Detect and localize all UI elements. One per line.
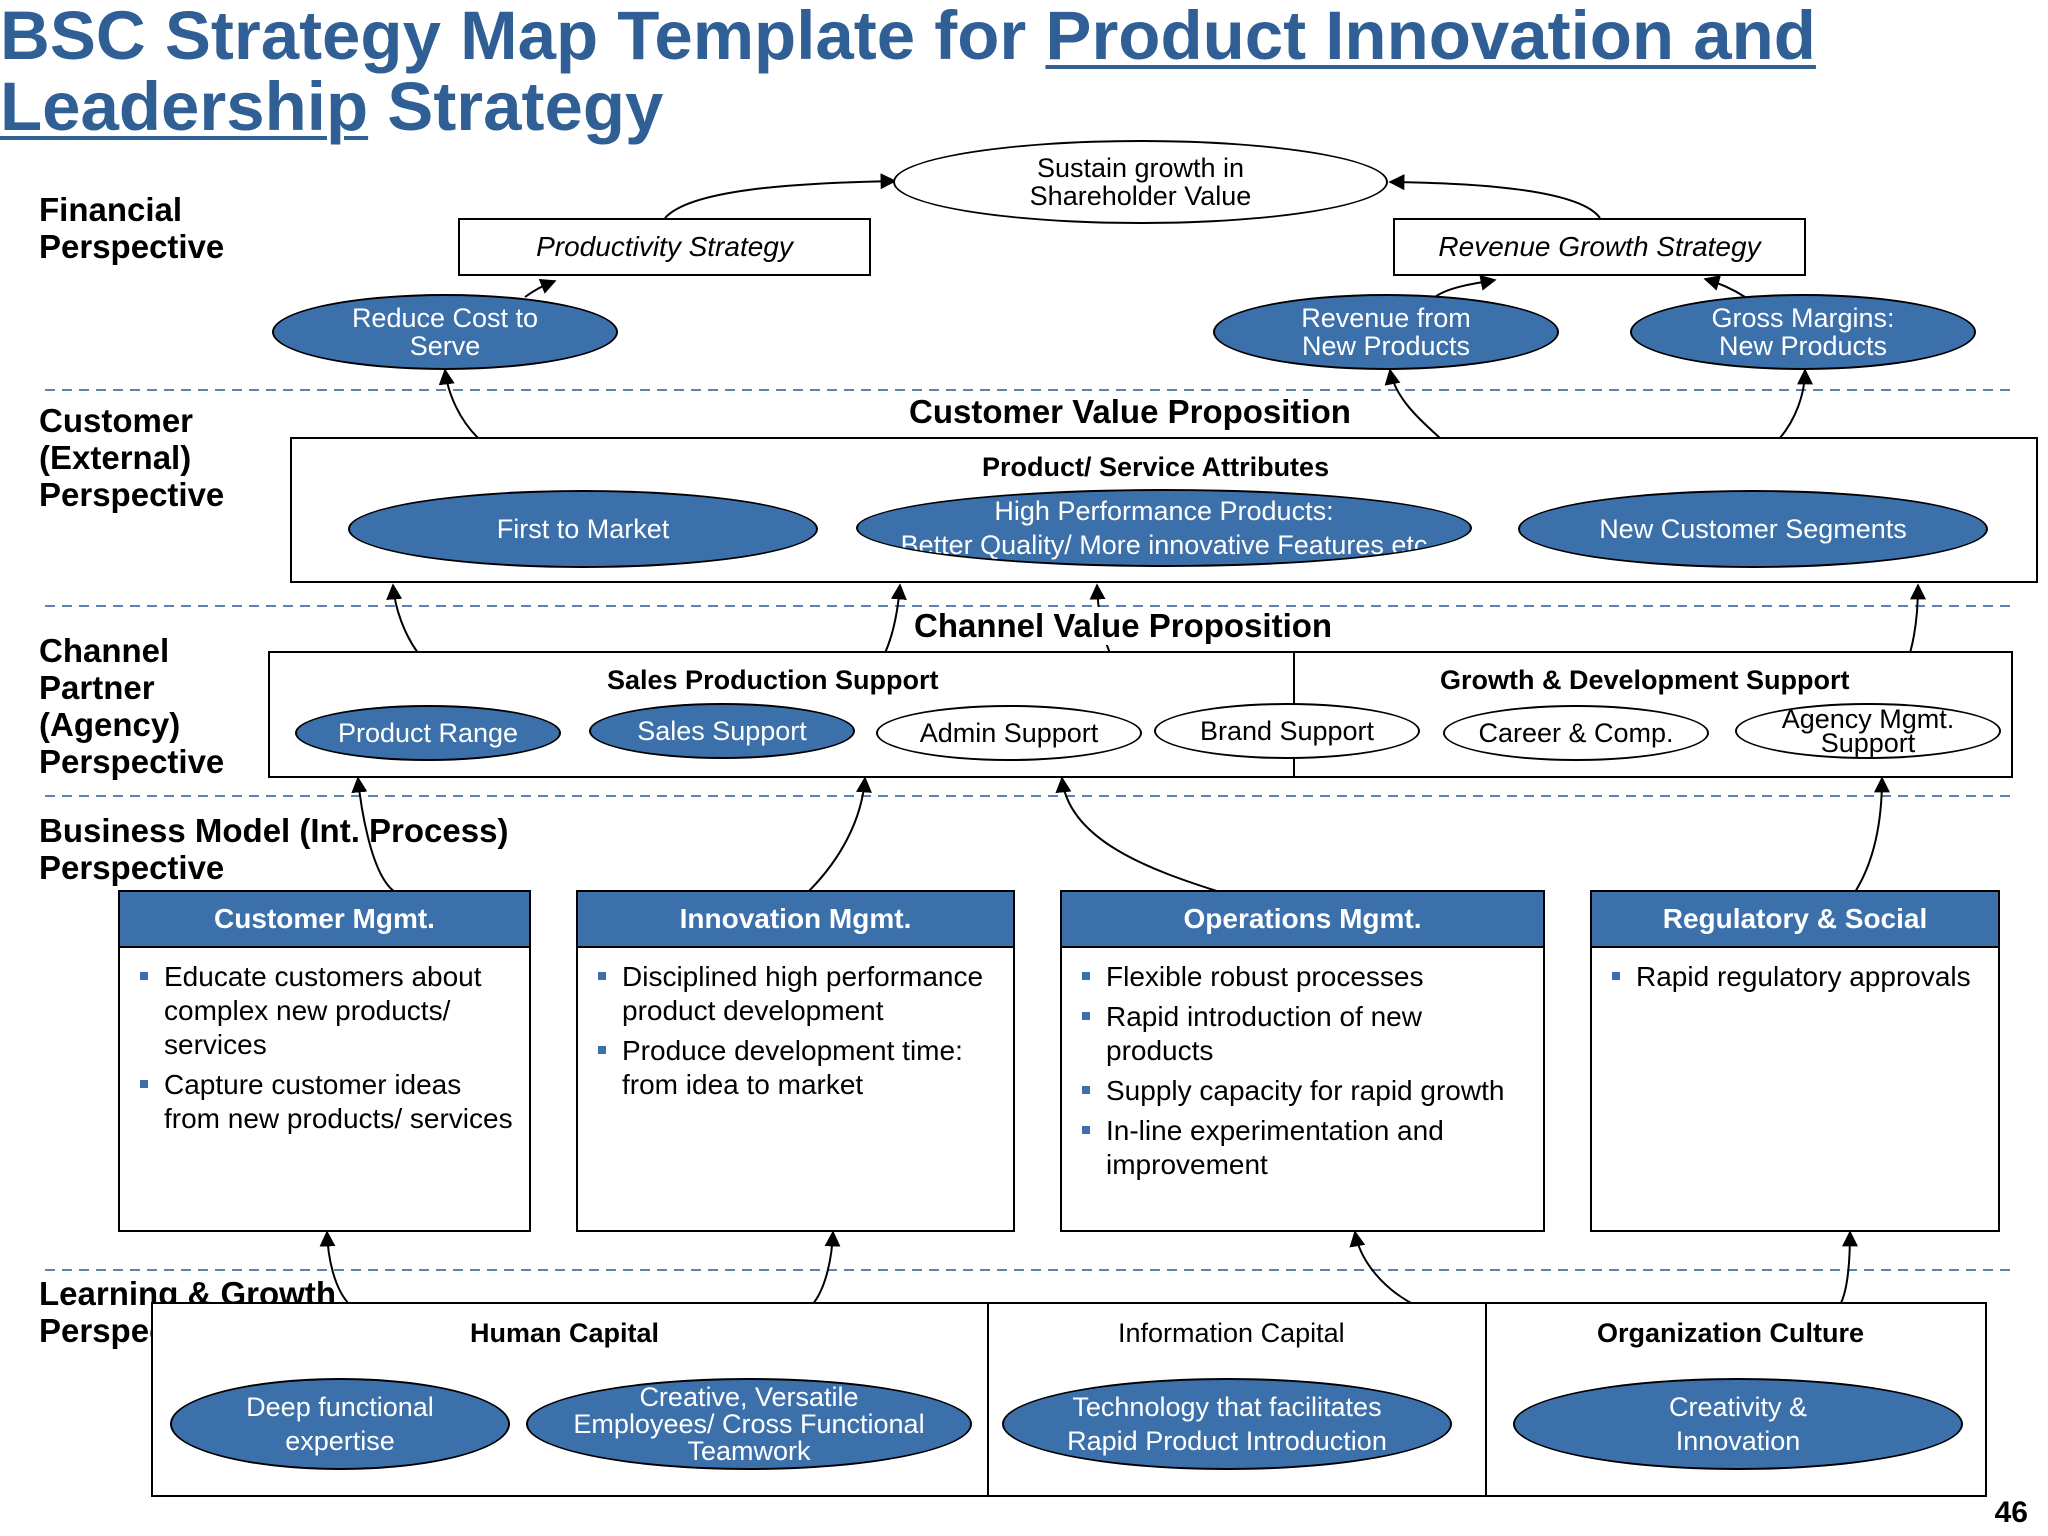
arrow-revenue-new-to-revenue-strategy xyxy=(1434,274,1497,298)
arrow-learning-to-customer-mgmt xyxy=(319,1230,351,1306)
list-item: In-line experimentation and improvement xyxy=(1082,1114,1533,1182)
channel-value-box xyxy=(268,651,2013,778)
learning-divider-1 xyxy=(987,1302,989,1497)
revenue-growth-strategy-box: Revenue Growth Strategy xyxy=(1393,218,1806,276)
arrow-revenue-to-goal xyxy=(1388,174,1601,219)
objective-creativity-innovation: Creativity &Innovation xyxy=(1513,1378,1963,1470)
arrow-channel-to-customer-4 xyxy=(1909,583,1926,654)
objective-product-range: Product Range xyxy=(295,705,561,761)
process-header: Innovation Mgmt. xyxy=(578,892,1013,948)
list-item: Capture customer ideas from new products… xyxy=(140,1068,519,1136)
channel-value-title: Channel Value Proposition xyxy=(910,607,1337,645)
objective-gross-margins: Gross Margins:New Products xyxy=(1630,294,1976,370)
customer-value-title: Customer Value Proposition xyxy=(905,393,1355,431)
objective-career-comp: Career & Comp. xyxy=(1443,705,1709,761)
arrow-reduce-cost-to-productivity xyxy=(524,278,557,298)
process-operations-mgmt: Operations Mgmt. Flexible robust process… xyxy=(1060,890,1545,1232)
arrow-learning-to-regulatory xyxy=(1839,1230,1858,1306)
process-header: Regulatory & Social xyxy=(1592,892,1998,948)
arrow-customer-mgmt-to-channel xyxy=(351,776,396,893)
list-item: Produce development time: from idea to m… xyxy=(598,1034,1003,1102)
objective-sales-support: Sales Support xyxy=(589,703,855,759)
process-header: Customer Mgmt. xyxy=(120,892,529,948)
process-customer-mgmt: Customer Mgmt. Educate customers about c… xyxy=(118,890,531,1232)
objective-high-performance: High Performance Products:Better Quality… xyxy=(856,489,1472,567)
arrow-channel-to-customer-2 xyxy=(884,583,907,654)
list-item: Rapid introduction of new products xyxy=(1082,1000,1533,1068)
organization-culture-title: Organization Culture xyxy=(1597,1318,1865,1348)
process-header: Operations Mgmt. xyxy=(1062,892,1543,948)
perspective-business: Business Model (Int. Process) Perspectiv… xyxy=(39,812,509,886)
objective-brand-support: Brand Support xyxy=(1154,703,1420,759)
arrow-regulatory-to-channel xyxy=(1854,776,1890,893)
arrow-customer-to-gross xyxy=(1779,368,1813,439)
arrow-learning-to-innovation xyxy=(811,1230,841,1306)
arrow-customer-to-reduce-cost xyxy=(438,368,479,439)
objective-admin-support: Admin Support xyxy=(876,705,1142,761)
page-number: 46 xyxy=(1994,1496,2028,1529)
list-item: Flexible robust processes xyxy=(1082,960,1533,994)
arrow-operations-to-channel xyxy=(1055,776,1221,893)
arrow-gross-to-revenue-strategy xyxy=(1703,275,1746,298)
arrow-customer-to-revenue-new xyxy=(1384,368,1441,439)
human-capital-title: Human Capital xyxy=(470,1318,660,1348)
information-capital-title: Information Capital xyxy=(1118,1318,1345,1348)
page-title: BSC Strategy Map Template for Product In… xyxy=(0,0,1960,142)
list-item: Educate customers about complex new prod… xyxy=(140,960,519,1062)
arrow-innovation-to-channel xyxy=(807,776,872,893)
process-innovation-mgmt: Innovation Mgmt. Disciplined high perfor… xyxy=(576,890,1015,1232)
list-item: Supply capacity for rapid growth xyxy=(1082,1074,1533,1108)
productivity-strategy-box: Productivity Strategy xyxy=(458,218,871,276)
learning-divider-2 xyxy=(1485,1302,1487,1497)
attributes-title: Product/ Service Attributes xyxy=(982,452,1330,482)
title-underlined-2: Leadership xyxy=(0,68,369,145)
perspective-financial: Financial Perspective xyxy=(39,191,225,265)
objective-new-customer-segments: New Customer Segments xyxy=(1518,490,1988,568)
list-item: Rapid regulatory approvals xyxy=(1612,960,1988,994)
list-item: Disciplined high performance product dev… xyxy=(598,960,1003,1028)
objective-agency-mgmt-support: Agency Mgmt.Support xyxy=(1735,703,2001,759)
arrow-channel-to-customer-1 xyxy=(386,583,419,654)
objective-first-to-market: First to Market xyxy=(348,490,818,568)
sales-support-title: Sales Production Support xyxy=(607,665,939,695)
title-underlined-1: Product Innovation and xyxy=(1045,0,1816,74)
arrow-learning-to-operations xyxy=(1349,1230,1416,1306)
perspective-customer: Customer (External) Perspective xyxy=(39,402,225,513)
perspective-channel: Channel Partner (Agency) Perspective xyxy=(39,632,225,780)
growth-support-title: Growth & Development Support xyxy=(1440,665,1850,695)
arrow-productivity-to-goal xyxy=(664,173,897,219)
process-regulatory-social: Regulatory & Social Rapid regulatory app… xyxy=(1590,890,2000,1232)
